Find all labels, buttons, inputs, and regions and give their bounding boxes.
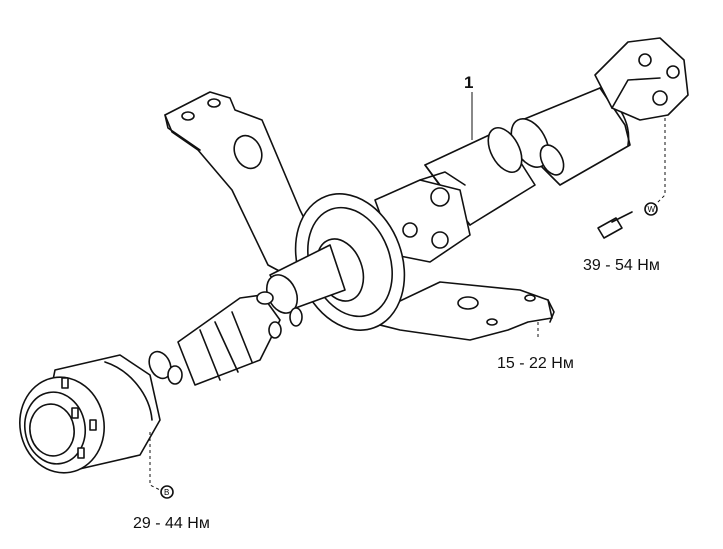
rear-tube <box>510 87 631 186</box>
center-bearing-bracket <box>164 91 331 283</box>
torque-label-front: 29 - 44 Нм <box>133 515 210 532</box>
marker-b-label: B <box>164 488 169 497</box>
bolt-icon <box>597 211 633 239</box>
stub-shaft <box>265 244 346 327</box>
marker-w-icon: W <box>644 202 658 216</box>
rear-flange-yoke <box>594 37 689 121</box>
slip-yoke <box>148 291 282 386</box>
lower-mount-bracket <box>359 281 555 341</box>
part-callout-1: 1 <box>464 73 474 92</box>
torque-label-rear: 39 - 54 Нм <box>583 257 660 274</box>
leader-line-front <box>149 432 161 491</box>
marker-b-icon: B <box>160 485 174 499</box>
front-flange <box>19 354 161 474</box>
leader-line-rear <box>654 118 666 206</box>
torque-label-center: 15 - 22 Нм <box>497 355 574 372</box>
marker-w-label: W <box>648 205 656 214</box>
